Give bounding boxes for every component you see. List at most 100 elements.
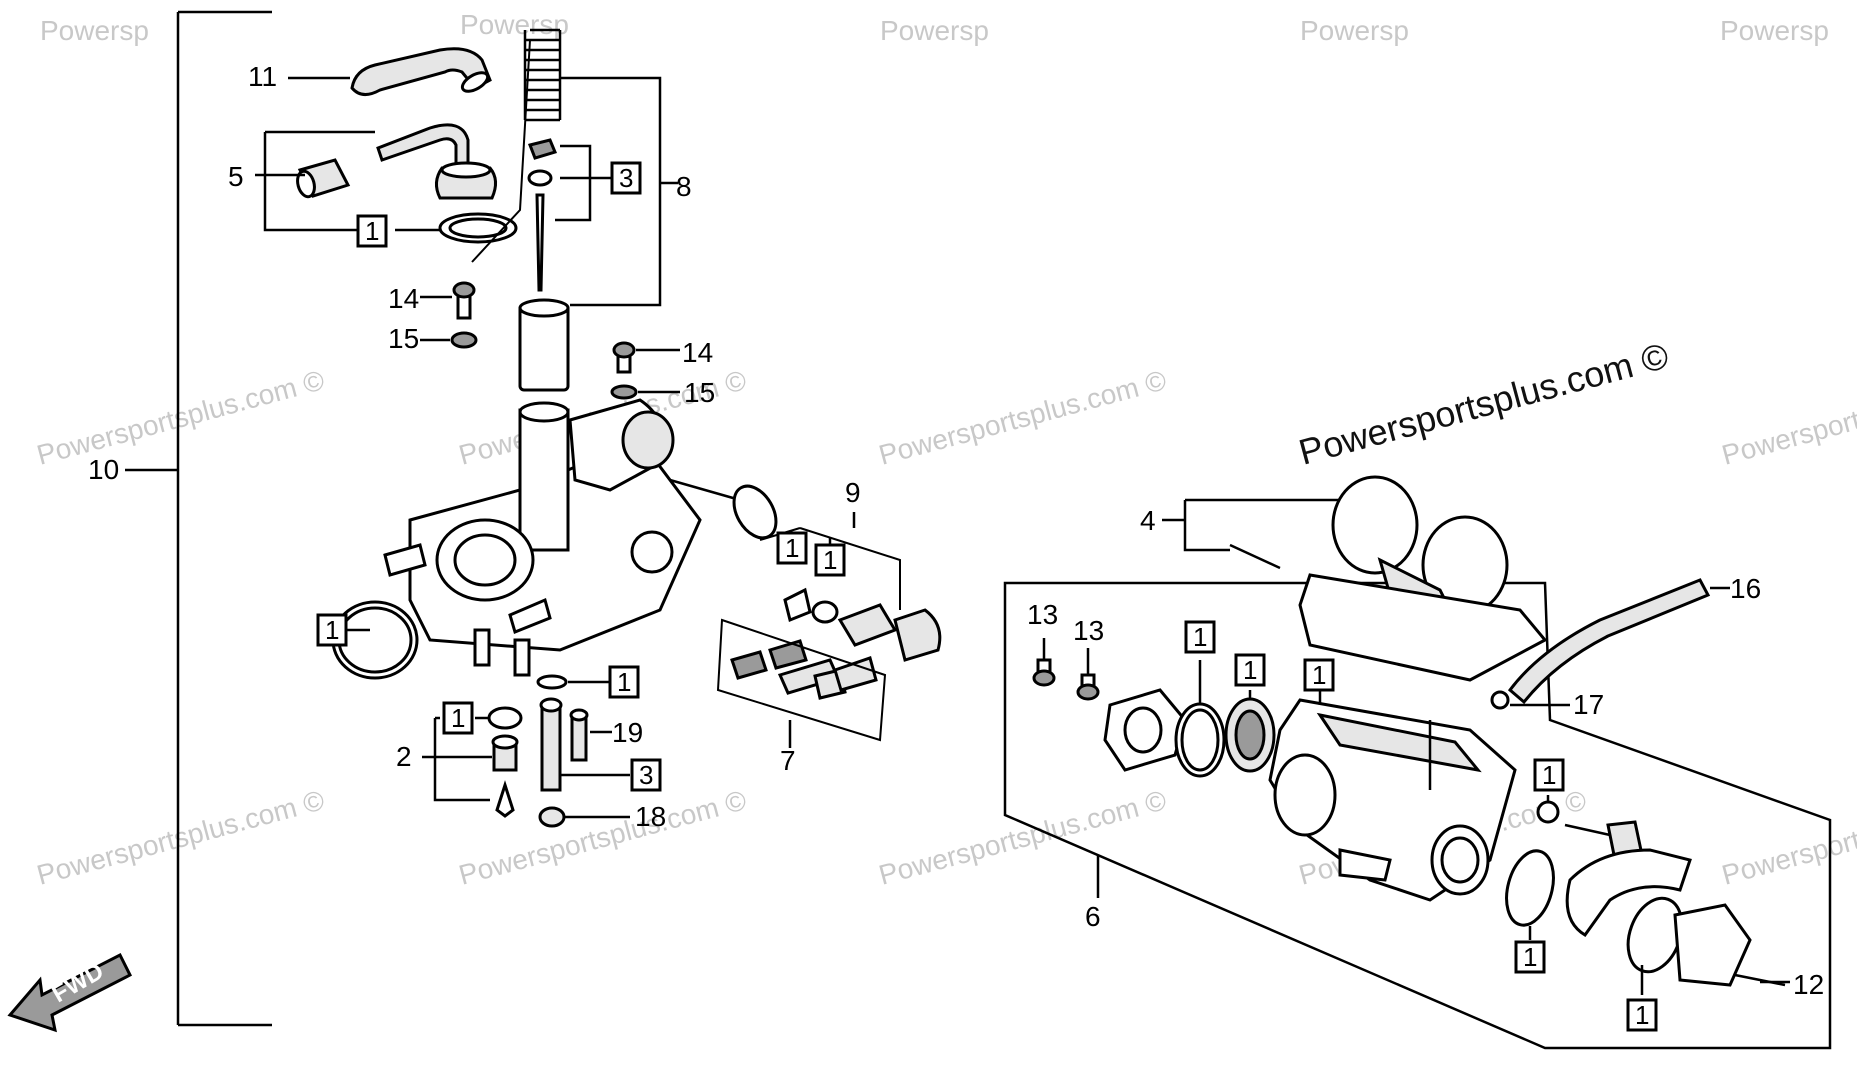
callout-10: 10 — [88, 454, 119, 485]
callout-11: 11 — [248, 61, 277, 92]
pilot-screw-kit-7 — [730, 639, 878, 700]
fwd-arrow: FWD — [7, 952, 133, 1033]
callout-15-left: 15 — [388, 323, 419, 354]
drain-adapter — [1103, 688, 1187, 772]
watermark: Powersp — [880, 15, 989, 46]
washer-15-left — [450, 331, 478, 349]
callout-13-a: 13 — [1027, 599, 1058, 630]
kit-box-1-bowl-ring: 1 — [1184, 620, 1216, 654]
screw-13-a — [1032, 658, 1056, 687]
callout-17: 17 — [1573, 689, 1604, 720]
carburetor-body — [383, 398, 702, 677]
kit-box-label: 1 — [1523, 942, 1537, 972]
kit-box-1-body-ring: 1 — [316, 613, 348, 647]
watermark: Powersp — [1300, 15, 1409, 46]
throttle-stop-screw — [669, 478, 778, 540]
watermark: Powersportsplus.com © — [34, 784, 328, 891]
kit-box-label: 3 — [639, 760, 653, 790]
watermark: Powersp — [460, 9, 569, 40]
chamber-cover — [1565, 848, 1692, 937]
kit-box-label: 1 — [785, 533, 799, 563]
throttle-cap — [376, 123, 497, 200]
kit-box-label: 1 — [1312, 660, 1326, 690]
callout-12: 12 — [1793, 969, 1824, 1000]
float-4 — [1331, 475, 1509, 623]
small-o-ring — [536, 674, 568, 690]
callout-18: 18 — [635, 801, 666, 832]
overflow-hose-16 — [1507, 578, 1711, 705]
diaphragm-plate — [1505, 849, 1555, 927]
watermark: Powersp — [40, 15, 149, 46]
callout-14-right: 14 — [682, 337, 713, 368]
watermark-layer: Powersp Powersp Powersp Powersp Powersp … — [34, 9, 1857, 891]
callout-2: 2 — [396, 741, 412, 772]
callout-4: 4 — [1140, 505, 1156, 536]
callout-numbers: 11 5 8 14 15 14 15 10 9 2 19 18 7 4 16 1… — [88, 61, 1824, 1000]
throttle-slide — [518, 298, 570, 392]
kit-box-label: 1 — [617, 667, 631, 697]
kit-box-3-jet: 3 — [630, 758, 662, 792]
left-carburetor-parts — [296, 28, 942, 828]
float-pin — [1229, 543, 1281, 570]
hose-clip-17 — [1490, 690, 1510, 710]
watermark: Powersportsplus.com © — [34, 364, 328, 471]
kit-box-1-cap-ring: 1 — [356, 214, 388, 248]
screw-12 — [1734, 973, 1786, 987]
watermark-main: Powersportsplus.com © — [1294, 335, 1672, 473]
screw-14-right — [612, 341, 636, 374]
watermark: Powersportsplus.com © — [876, 784, 1170, 891]
callout-6: 6 — [1085, 901, 1101, 932]
assembly-10-bracket — [125, 10, 272, 1027]
pilot-jet-19 — [569, 708, 589, 762]
kit-box-1-9b: 1 — [814, 543, 846, 577]
callout-9: 9 — [845, 477, 861, 508]
kit-box-label: 1 — [823, 545, 837, 575]
left-leader-lines — [255, 76, 856, 819]
callout-5: 5 — [228, 161, 244, 192]
kit-box-label: 1 — [325, 615, 339, 645]
watermark: Powersp — [1720, 15, 1829, 46]
needle-jet — [539, 697, 563, 792]
float-bowl-gasket — [1298, 573, 1548, 682]
cover-plate — [1673, 903, 1752, 987]
kit-box-label: 1 — [1243, 655, 1257, 685]
watermark: Powersportsplus.com © — [1719, 784, 1857, 891]
breather-tube-11 — [350, 47, 492, 96]
washer-15-right — [610, 384, 638, 400]
kit-box-1-strainer: 1 — [1234, 653, 1266, 687]
callout-16: 16 — [1730, 573, 1761, 604]
callout-7: 7 — [780, 745, 796, 776]
callout-19: 19 — [612, 717, 643, 748]
nut-5 — [296, 158, 351, 199]
main-jet-assembly-2 — [487, 706, 523, 818]
watermark: Powersportsplus.com © — [876, 364, 1170, 471]
screw-13-b — [1076, 673, 1100, 701]
watermark: Powersportsplus.com © — [1719, 364, 1857, 471]
callout-15-right: 15 — [684, 377, 715, 408]
kit-box-label: 1 — [451, 703, 465, 733]
fuel-strainer — [1224, 697, 1276, 773]
kit-box-label: 3 — [619, 163, 633, 193]
kit-box-label: 1 — [365, 216, 379, 246]
pilot-screw-set-9 — [783, 587, 942, 662]
kit-boxes: 1 3 1 1 1 1 1 3 — [316, 161, 1658, 1032]
throttle-cable — [471, 39, 531, 263]
needle-retainer — [527, 169, 553, 187]
needle-clip — [527, 138, 558, 160]
plug-18 — [538, 806, 566, 828]
kit-box-label: 1 — [1193, 622, 1207, 652]
screw-14-left — [452, 281, 476, 320]
kit-box-1-cover-gasket: 1 — [1626, 998, 1658, 1032]
float-bowl-assembly-6 — [1003, 475, 1832, 1050]
kit-box-1-9a: 1 — [776, 531, 808, 565]
kit-box-label: 1 — [1635, 1000, 1649, 1030]
jet-needle — [535, 193, 545, 292]
callout-8: 8 — [676, 171, 692, 202]
float-bowl — [1268, 698, 1517, 902]
throttle-spring — [523, 28, 562, 122]
small-o-ring-right — [1536, 800, 1560, 824]
kit-7-outline — [716, 618, 887, 742]
kit-box-label: 1 — [1542, 760, 1556, 790]
kit-box-3-needle: 3 — [610, 161, 642, 195]
